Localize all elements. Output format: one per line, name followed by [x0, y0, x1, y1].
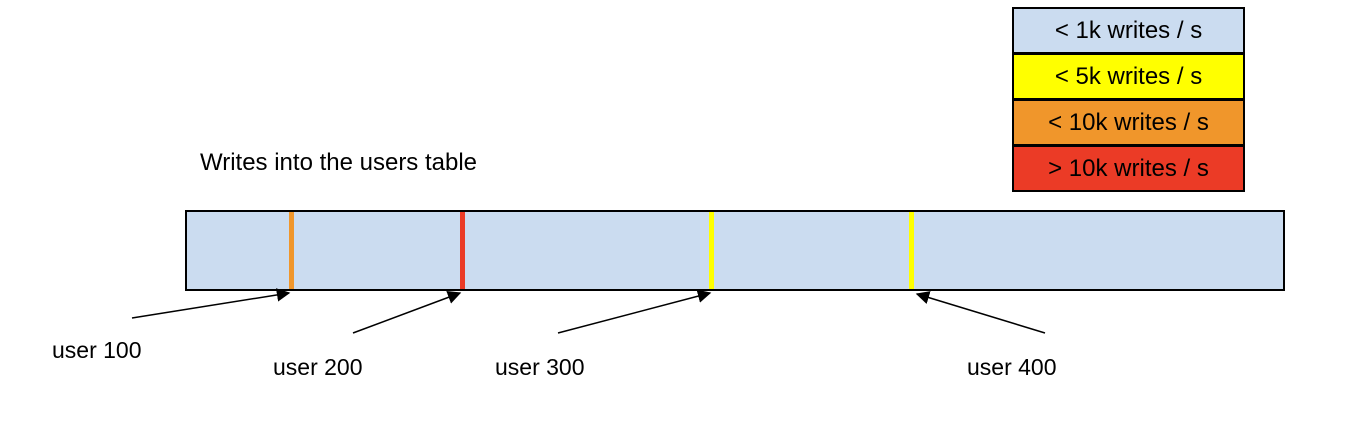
- legend-item-lt-10k: < 10k writes / s: [1012, 99, 1245, 146]
- tick-user-300: [709, 212, 714, 289]
- arrow-user-100: [131, 288, 291, 319]
- callout-user-300: user 300: [495, 354, 585, 380]
- legend: < 1k writes / s < 5k writes / s < 10k wr…: [1012, 7, 1245, 192]
- legend-item-gt-10k-label: > 10k writes / s: [1048, 154, 1209, 182]
- callout-user-100: user 100: [52, 337, 142, 363]
- legend-item-gt-10k: > 10k writes / s: [1012, 145, 1245, 192]
- callout-user-200: user 200: [273, 354, 363, 380]
- tick-user-200: [460, 212, 465, 289]
- arrow-user-400: [915, 291, 1046, 334]
- tick-user-400: [909, 212, 914, 289]
- diagram-title: Writes into the users table: [200, 149, 478, 176]
- legend-item-lt-5k: < 5k writes / s: [1012, 53, 1245, 100]
- users-table-bar: [185, 210, 1285, 291]
- legend-item-lt-1k-label: < 1k writes / s: [1054, 16, 1203, 44]
- legend-item-lt-10k-label: < 10k writes / s: [1048, 108, 1209, 136]
- tick-user-100: [289, 212, 294, 289]
- arrow-user-200: [352, 290, 462, 334]
- callout-user-400: user 400: [967, 354, 1057, 380]
- legend-item-lt-5k-label: < 5k writes / s: [1054, 62, 1203, 90]
- legend-item-lt-1k: < 1k writes / s: [1012, 7, 1245, 54]
- arrow-user-300: [557, 289, 712, 334]
